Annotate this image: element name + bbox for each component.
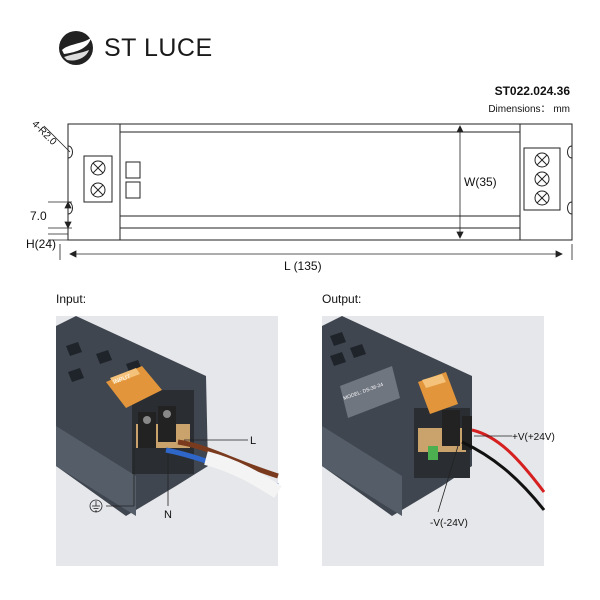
brand-logo-icon xyxy=(59,31,93,65)
positive-output-label: +V(+24V) xyxy=(512,432,555,443)
negative-wire xyxy=(461,440,546,511)
height-dimension-label: H(24) xyxy=(26,237,56,251)
input-title: Input: xyxy=(56,292,87,306)
housing-body-outline xyxy=(119,123,521,241)
output-photo: MODEL: DS-36-24 +V(+24V) -V(-24V) xyxy=(322,316,555,566)
width-dimension-label: W(35) xyxy=(464,175,497,189)
model-number: ST022.024.36 xyxy=(494,84,570,98)
dimensions-unit-note: Dimensions： mm xyxy=(488,104,570,115)
input-sticker-text: INPUT xyxy=(113,374,132,386)
negative-output-label: -V(-24V) xyxy=(430,518,468,529)
dimension-drawing: 4-R2.0 W(35) L (135) 7.0 H(24) xyxy=(26,119,573,273)
corner-radius-label: 4-R2.0 xyxy=(29,119,58,148)
length-dimension-label: L (135) xyxy=(284,259,322,273)
brand-name: ST LUCE xyxy=(104,34,213,62)
live-wire xyxy=(177,439,279,479)
earth-ground-icon xyxy=(89,499,103,513)
cable-sheath xyxy=(204,451,282,498)
positive-wire xyxy=(471,428,546,493)
live-label: L xyxy=(250,435,256,447)
offset-dimension-label: 7.0 xyxy=(30,209,47,223)
neutral-label: N xyxy=(164,509,172,521)
input-terminal-outline xyxy=(83,155,113,203)
output-terminal-outline xyxy=(523,147,561,211)
output-title: Output: xyxy=(322,292,362,306)
input-photo: INPUT L N xyxy=(56,316,282,566)
